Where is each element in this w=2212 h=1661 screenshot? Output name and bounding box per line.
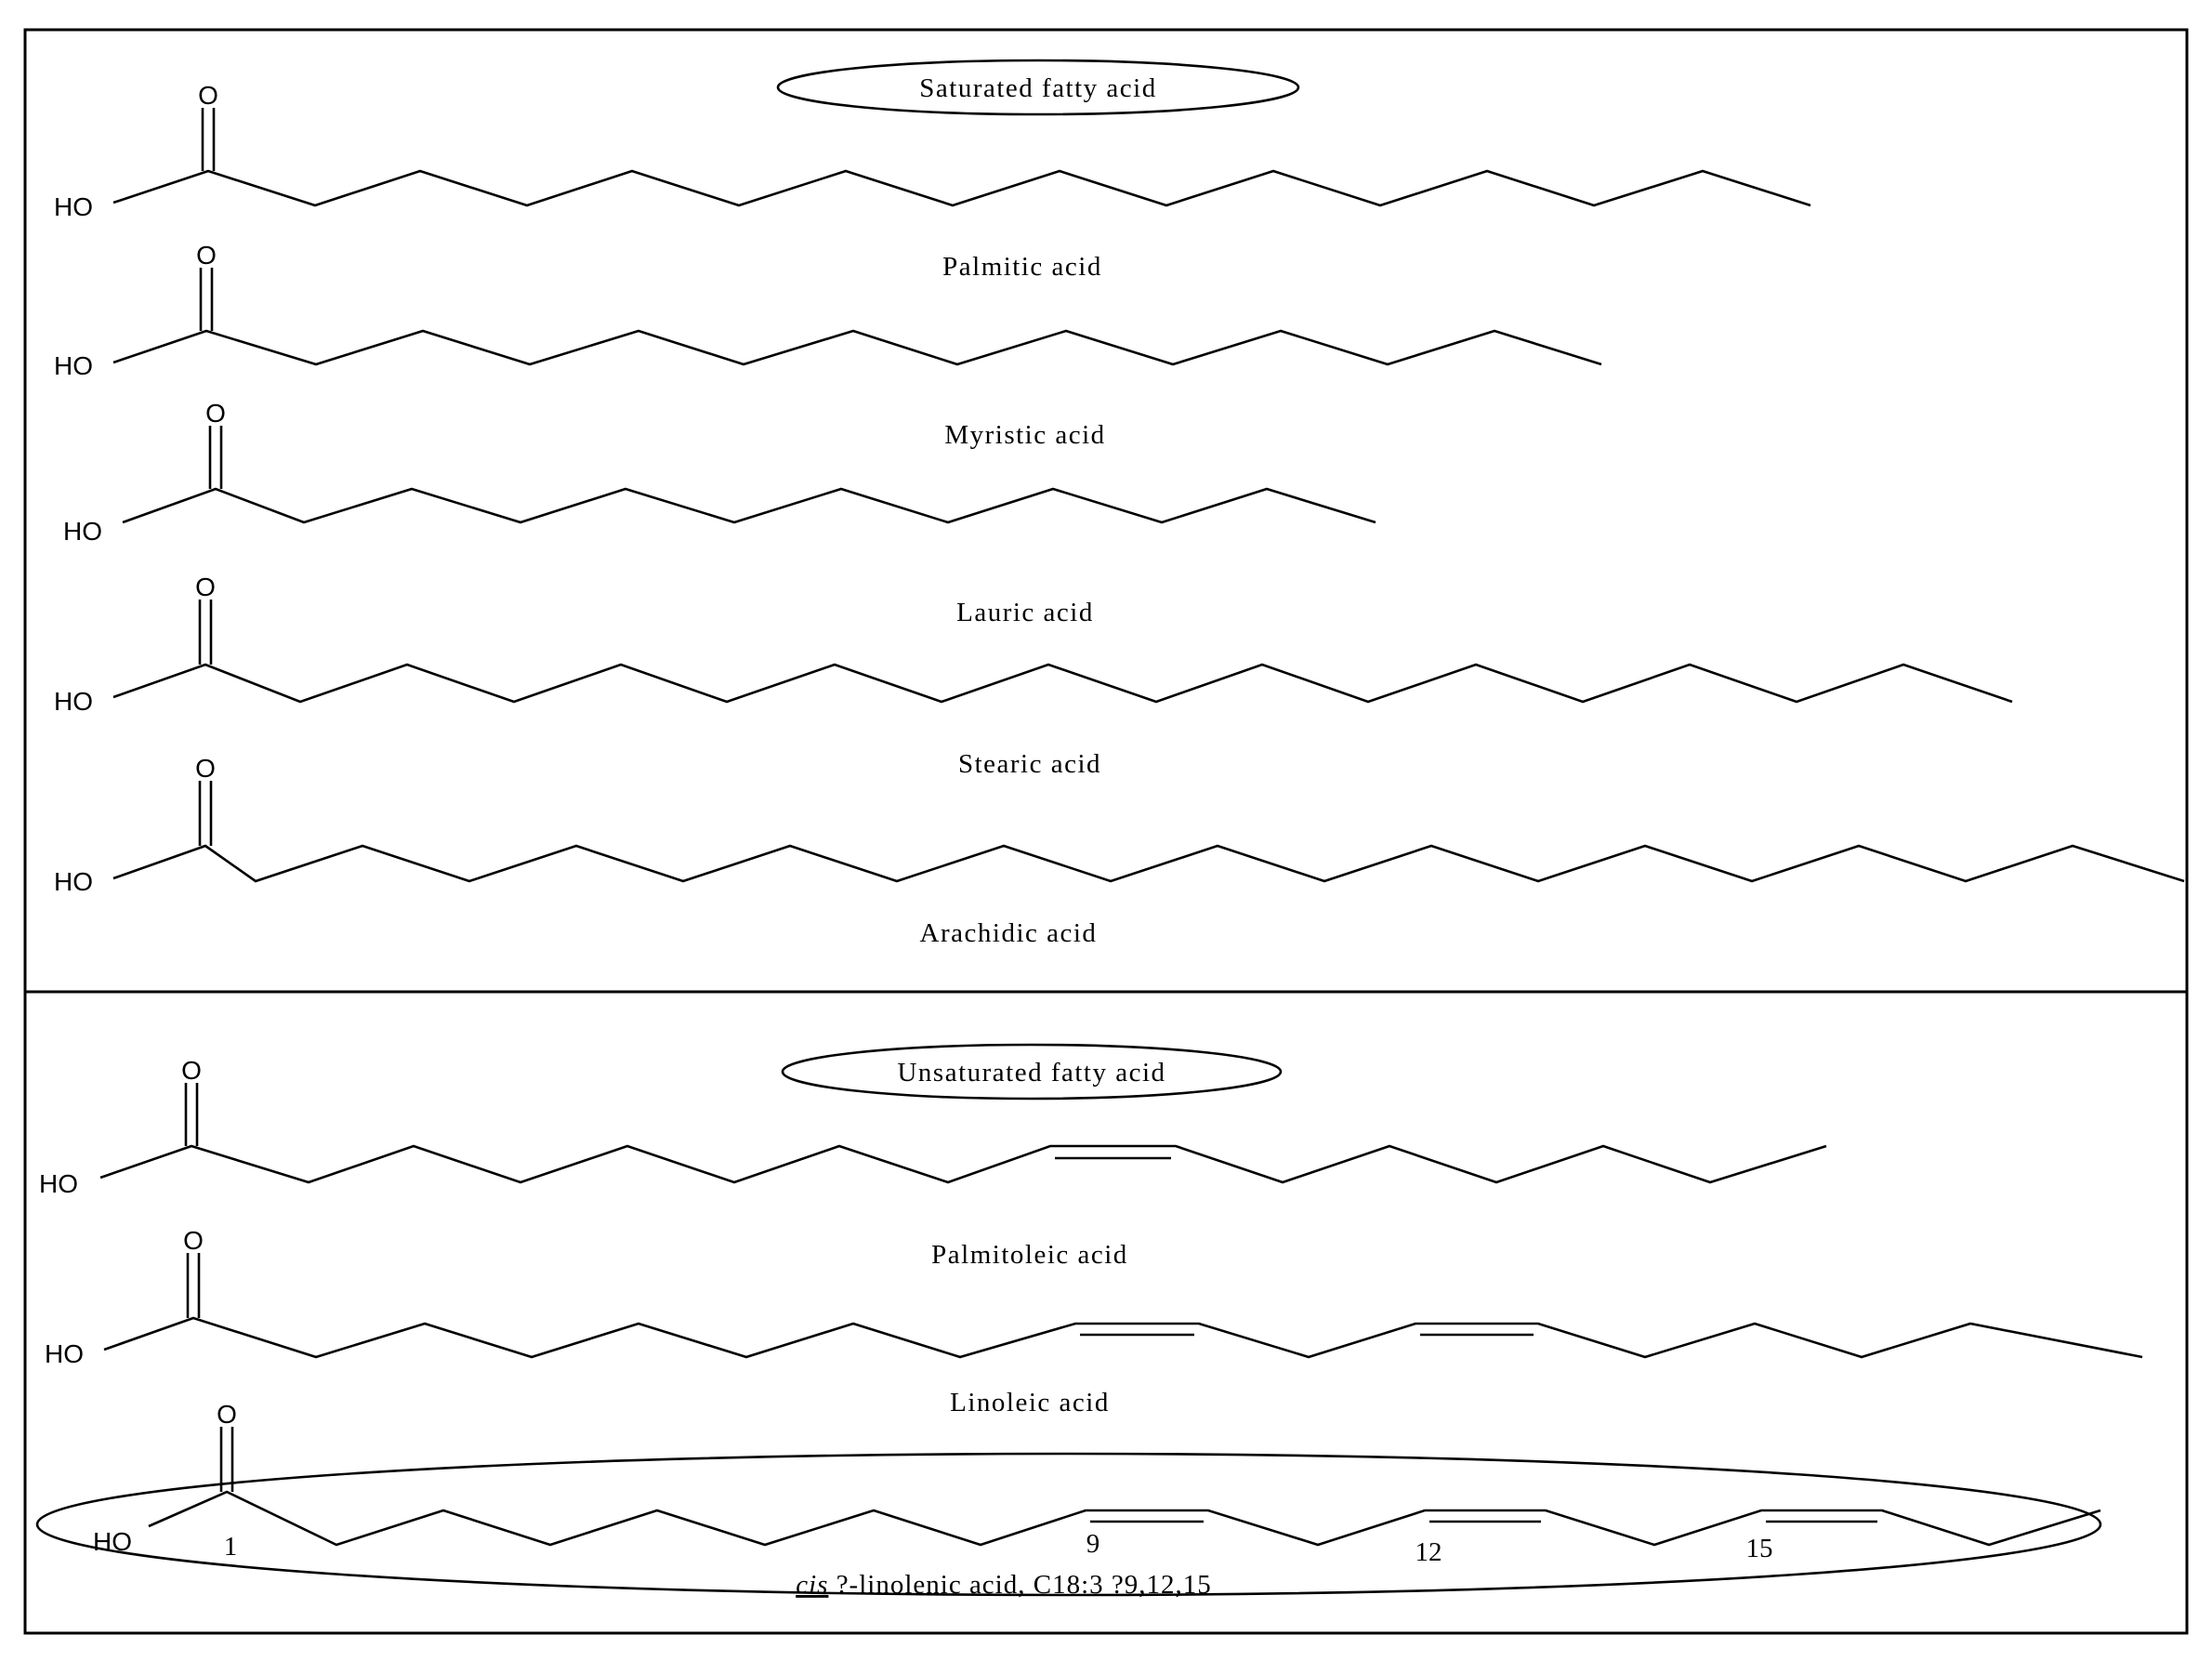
stearic-acid-structure: O HO: [54, 573, 2013, 716]
linolenic-acid-structure: O HO 1 9 12 15: [35, 1400, 2102, 1597]
linoleic-acid-structure: O HO: [45, 1226, 2143, 1368]
unsaturated-section-title-text: Unsaturated fatty acid: [897, 1058, 1165, 1088]
carbonyl-oxygen-label: O: [196, 241, 217, 270]
arachidic-acid-label: Arachidic acid: [920, 918, 1098, 948]
carbonyl-oxygen-label: O: [183, 1226, 204, 1255]
linolenic-acid-label-prefix: cis: [796, 1570, 828, 1600]
carbonyl-oxygen-label: O: [181, 1056, 202, 1085]
hydroxyl-label: HO: [45, 1339, 84, 1368]
hydroxyl-label: HO: [54, 192, 93, 221]
palmitoleic-acid-structure: O HO: [39, 1056, 1827, 1198]
lauric-acid-label: Lauric acid: [956, 598, 1094, 627]
carbon-number-12: 12: [1415, 1537, 1442, 1567]
hydroxyl-label: HO: [63, 517, 102, 546]
myristic-acid-label: Myristic acid: [944, 420, 1105, 450]
myristic-acid-structure: O HO: [54, 241, 1602, 380]
hydroxyl-label: HO: [54, 351, 93, 380]
carbon-number-1: 1: [224, 1532, 238, 1562]
hydroxyl-label: HO: [54, 867, 93, 896]
carbonyl-oxygen-label: O: [205, 399, 226, 428]
carbonyl-oxygen-label: O: [195, 754, 216, 783]
hydroxyl-label: HO: [54, 687, 93, 716]
unsaturated-section-frame: [23, 990, 2189, 1635]
linolenic-acid-label: cis ?-linolenic acid, C18:3 ?9,12,15: [796, 1570, 1212, 1600]
carbonyl-oxygen-label: O: [217, 1400, 237, 1429]
stearic-acid-label: Stearic acid: [958, 749, 1101, 779]
linolenic-acid-label-rest: ?-linolenic acid, C18:3 ?9,12,15: [828, 1570, 1211, 1600]
carbonyl-oxygen-label: O: [195, 573, 216, 601]
lauric-acid-structure: O HO: [63, 399, 1376, 546]
palmitic-acid-structure: O HO: [54, 81, 1811, 221]
saturated-section-title-text: Saturated fatty acid: [919, 73, 1156, 103]
carbon-number-9: 9: [1086, 1529, 1100, 1559]
palmitoleic-acid-label: Palmitoleic acid: [931, 1240, 1128, 1270]
carbon-number-15: 15: [1746, 1534, 1773, 1563]
linolenic-acid-highlight-oval: [35, 1452, 2102, 1597]
unsaturated-section-title: Unsaturated fatty acid: [781, 1043, 1283, 1101]
linoleic-acid-label: Linoleic acid: [950, 1388, 1110, 1417]
palmitic-acid-label: Palmitic acid: [942, 252, 1102, 282]
arachidic-acid-structure: O HO: [54, 754, 2185, 896]
hydroxyl-label: HO: [93, 1527, 132, 1556]
saturated-section-title: Saturated fatty acid: [776, 59, 1300, 116]
hydroxyl-label: HO: [39, 1169, 78, 1198]
carbonyl-oxygen-label: O: [198, 81, 218, 110]
